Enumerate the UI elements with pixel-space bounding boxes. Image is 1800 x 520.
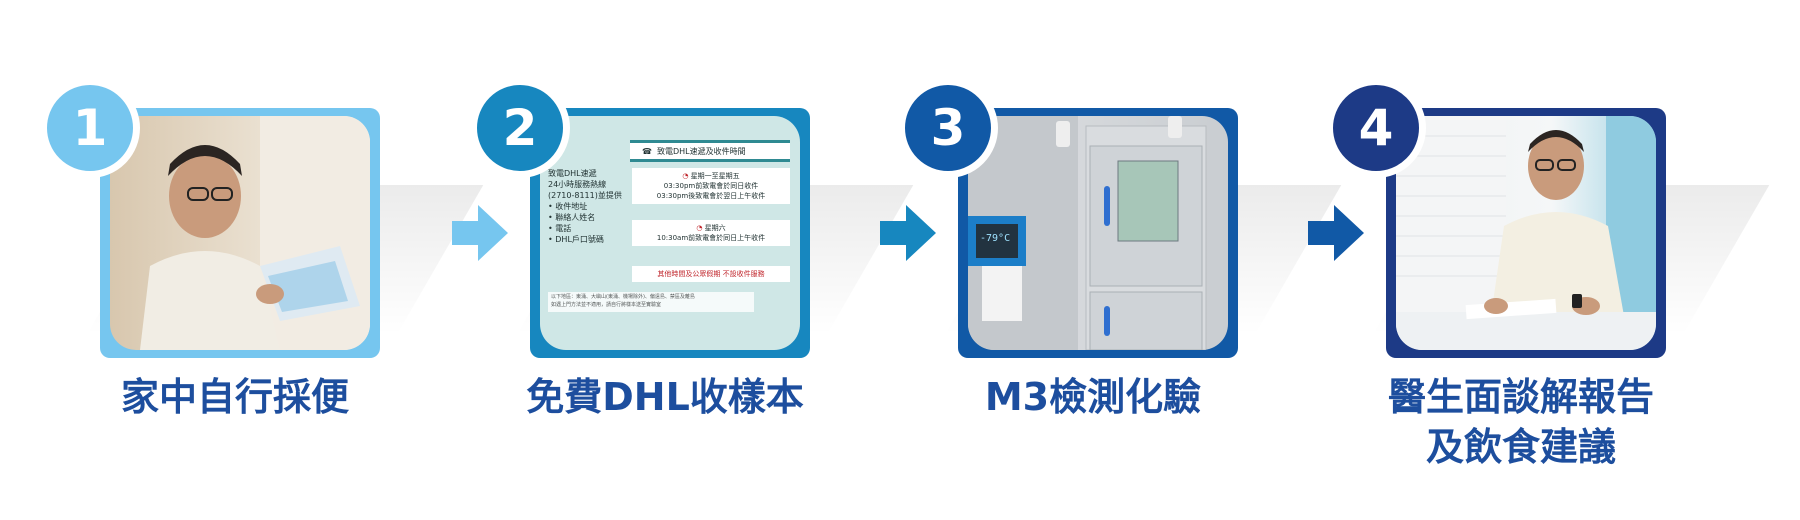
step-4: 4 醫生面談解報告 及飲食建議 xyxy=(1316,0,1770,520)
step-2: ☎ 致電DHL速遞及收件時間 致電DHL速遞 24小時服務熱線 (2710-81… xyxy=(460,0,914,520)
info-card-footnote: 以下地區：東涌、大嶼山(東涌、機場除外)、偏遠島、禁區及離島 如遇上門方法並不適… xyxy=(548,292,754,312)
info-card-left-text: 致電DHL速遞 24小時服務熱線 (2710-8111)並提供 • 收件地址 •… xyxy=(548,169,622,244)
doctor-consultation-icon xyxy=(1396,116,1656,350)
step-3-photo: -79°C xyxy=(968,116,1228,350)
step-4-number-badge: 4 xyxy=(1326,78,1426,178)
weekday-title: ◔ 星期一至星期五 xyxy=(632,171,790,181)
step-3-caption: M3檢測化驗 xyxy=(984,375,1202,419)
step-3-number-badge: 3 xyxy=(898,78,998,178)
step-1: 1 家中自行採便 xyxy=(30,0,484,520)
weekday-box: ◔ 星期一至星期五 03:30pm前致電會於同日收件 03:30pm後致電會於翌… xyxy=(632,168,790,204)
weekday-line-1: 03:30pm前致電會於同日收件 xyxy=(663,182,759,190)
clock-icon: ◔ xyxy=(696,224,705,232)
info-card-header-text: 致電DHL速遞及收件時間 xyxy=(656,146,746,156)
arrow-right-icon-3 xyxy=(1308,205,1364,261)
step-2-caption: 免費DHL收樣本 xyxy=(526,375,804,419)
step-3: -79°C 3 M3檢測化驗 xyxy=(888,0,1342,520)
step-2-number-badge: 2 xyxy=(470,78,570,178)
arrow-right-icon-1 xyxy=(452,205,508,261)
step-1-photo xyxy=(110,116,370,350)
step-1-number-badge: 1 xyxy=(40,78,140,178)
man-reading-icon xyxy=(140,116,370,350)
phone-icon: ☎ xyxy=(642,146,652,156)
saturday-box: ◔ 星期六 10:30am前致電會於同日上午收件 xyxy=(632,220,790,246)
step-4-photo xyxy=(1396,116,1656,350)
step-2-photo: ☎ 致電DHL速遞及收件時間 致電DHL速遞 24小時服務熱線 (2710-81… xyxy=(540,116,800,350)
step-1-caption: 家中自行採便 xyxy=(120,375,349,419)
weekday-line-2: 03:30pm後致電會於翌日上午收件 xyxy=(656,192,766,200)
step-4-caption: 醫生面談解報告 及飲食建議 xyxy=(1387,375,1654,469)
arrow-right-icon-2 xyxy=(880,205,936,261)
clock-icon: ◔ xyxy=(682,172,691,180)
saturday-title-text: 星期六 xyxy=(704,224,726,232)
freezer-temperature-display: -79°C xyxy=(980,233,1011,244)
weekday-title-text: 星期一至星期五 xyxy=(690,172,740,180)
saturday-line-1: 10:30am前致電會於同日上午收件 xyxy=(656,234,766,242)
info-card-header: ☎ 致電DHL速遞及收件時間 xyxy=(630,140,790,162)
saturday-title: ◔ 星期六 xyxy=(632,223,790,233)
no-service-note: 其他時間及公眾假期 不設收件服務 xyxy=(632,266,790,282)
